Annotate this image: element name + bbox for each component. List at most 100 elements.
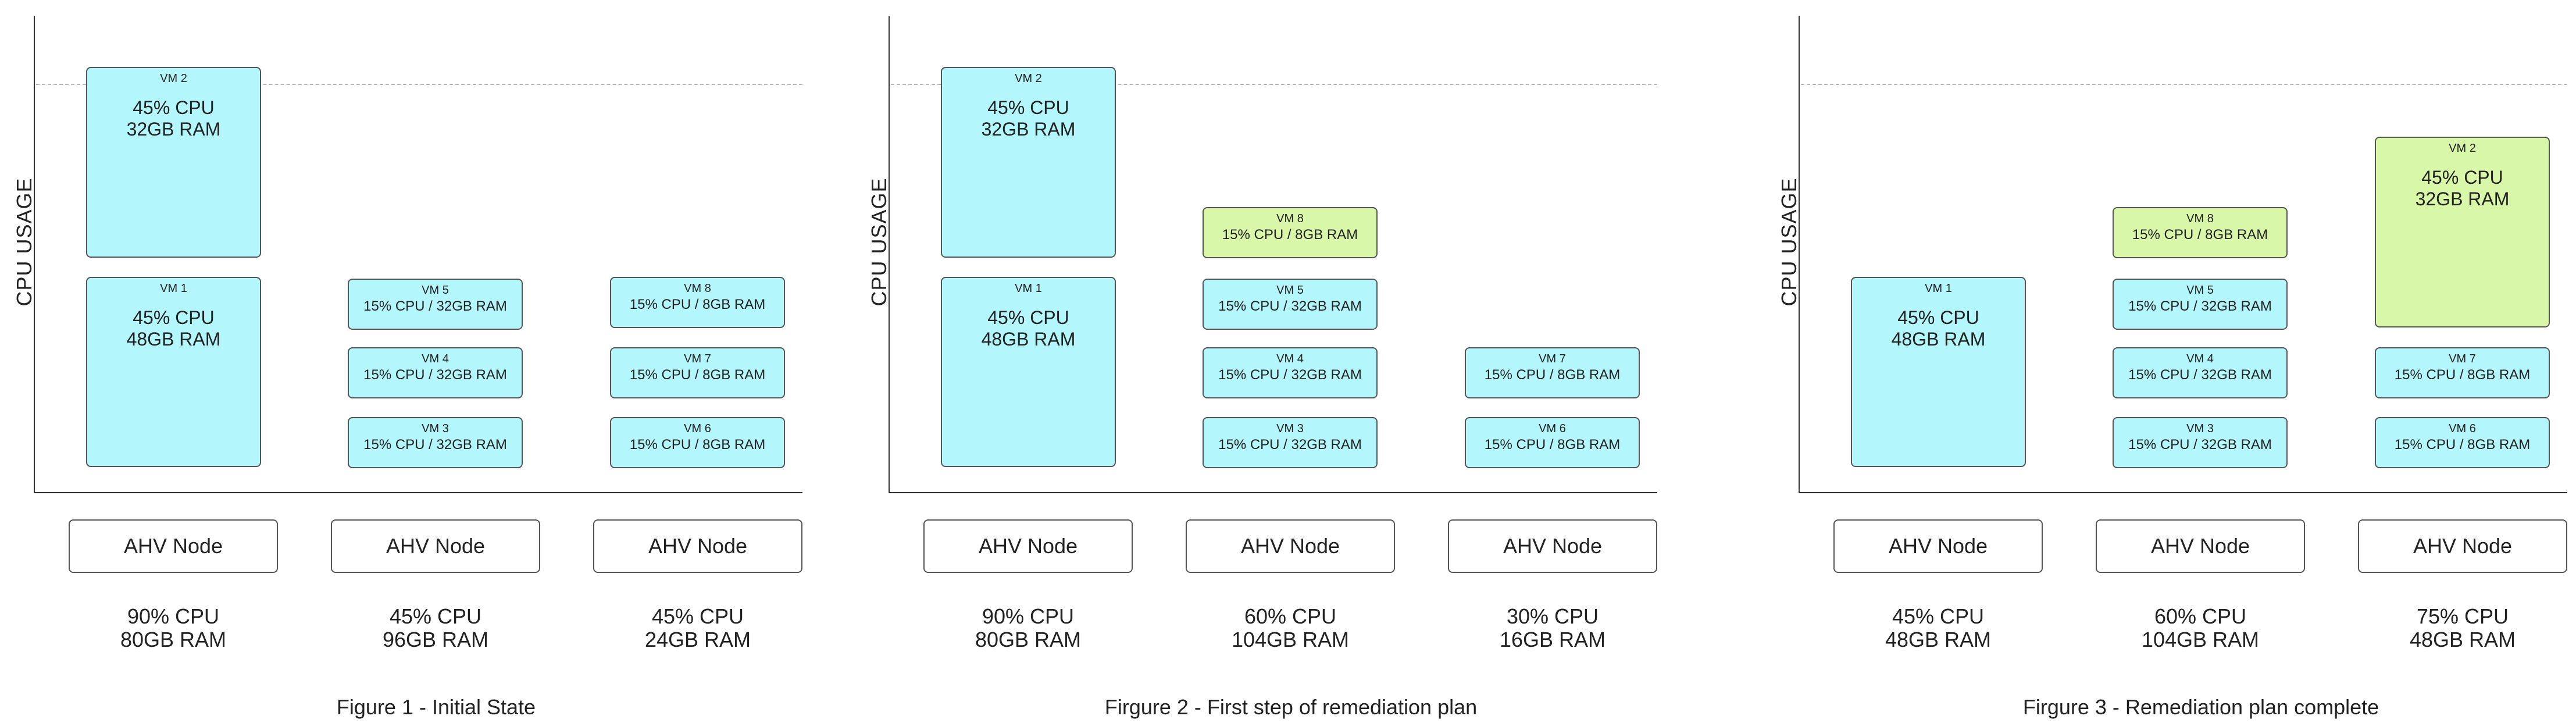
node-total: 60% CPU 104GB RAM xyxy=(1186,605,1395,651)
vm-name: VM 6 xyxy=(2449,422,2476,435)
node-total: 60% CPU 104GB RAM xyxy=(2096,605,2305,651)
vm-spec: 15% CPU / 32GB RAM xyxy=(1218,437,1362,453)
y-axis xyxy=(889,16,890,493)
figure-2: CPU USAGE VM 2 45% CPU 32GB RAM VM 1 45%… xyxy=(855,0,1686,723)
node-total-cpu: 45% CPU xyxy=(389,604,482,628)
vm-spec: 15% CPU / 8GB RAM xyxy=(2394,367,2531,383)
vm-block: VM 5 15% CPU / 32GB RAM xyxy=(1203,279,1378,330)
vm-name: VM 5 xyxy=(422,284,449,297)
vm-cpu: 45% CPU xyxy=(133,97,215,118)
vm-block: VM 8 15% CPU / 8GB RAM xyxy=(2113,207,2288,258)
vm-cpu: 45% CPU xyxy=(987,307,1069,328)
ahv-node-box: AHV Node xyxy=(69,519,278,573)
x-axis xyxy=(1799,492,2567,493)
figure-caption: Figure 1 - Initial State xyxy=(336,695,536,719)
vm-spec: 15% CPU / 8GB RAM xyxy=(1484,437,1621,453)
vm-spec: 15% CPU / 32GB RAM xyxy=(363,367,507,383)
node-total: 45% CPU 24GB RAM xyxy=(593,605,802,651)
vm-spec: 15% CPU / 32GB RAM xyxy=(1218,298,1362,314)
vm-ram: 48GB RAM xyxy=(126,329,221,350)
vm-name: VM 2 xyxy=(2449,142,2476,155)
figure-caption: Firgure 3 - Remediation plan complete xyxy=(2022,695,2379,719)
vm-spec: 15% CPU / 8GB RAM xyxy=(629,297,766,312)
vm-block: VM 1 45% CPU 48GB RAM xyxy=(941,277,1116,467)
vm-name: VM 4 xyxy=(422,352,449,365)
vm-name: VM 1 xyxy=(1925,282,1952,295)
vm-ram: 48GB RAM xyxy=(1891,329,1986,350)
vm-name: VM 6 xyxy=(684,422,711,435)
vm-name: VM 2 xyxy=(1015,72,1042,85)
ahv-node-box: AHV Node xyxy=(331,519,540,573)
node-total-cpu: 60% CPU xyxy=(1244,604,1337,628)
vm-cpu: 45% CPU xyxy=(2421,167,2503,188)
vm-name: VM 6 xyxy=(1539,422,1566,435)
vm-name: VM 8 xyxy=(1276,212,1304,225)
figure-3: CPU USAGE VM 1 45% CPU 48GB RAM VM 8 15%… xyxy=(1765,0,2576,723)
figure-caption: Firgure 2 - First step of remediation pl… xyxy=(1104,695,1478,719)
node-total-ram: 48GB RAM xyxy=(1885,628,1992,651)
vm-block: VM 1 45% CPU 48GB RAM xyxy=(86,277,261,467)
node-total-ram: 104GB RAM xyxy=(2141,628,2260,651)
node-total-cpu: 90% CPU xyxy=(982,604,1075,628)
vm-name: VM 2 xyxy=(160,72,187,85)
vm-block: VM 2 45% CPU 32GB RAM xyxy=(941,67,1116,258)
ahv-node-box: AHV Node xyxy=(1833,519,2043,573)
cpu-limit-line xyxy=(1801,84,2567,85)
figure-1: CPU USAGE VM 2 45% CPU 32GB RAM VM 1 45%… xyxy=(0,0,832,723)
y-axis xyxy=(34,16,35,493)
node-total-ram: 24GB RAM xyxy=(644,628,751,651)
y-axis-label: CPU USAGE xyxy=(867,177,891,307)
vm-spec: 15% CPU / 32GB RAM xyxy=(2128,367,2272,383)
node-total-ram: 16GB RAM xyxy=(1499,628,1606,651)
vm-block: VM 6 15% CPU / 8GB RAM xyxy=(610,417,785,468)
node-total-cpu: 75% CPU xyxy=(2416,604,2509,628)
vm-name: VM 3 xyxy=(2186,422,2214,435)
vm-cpu: 45% CPU xyxy=(987,97,1069,118)
node-total-cpu: 60% CPU xyxy=(2154,604,2247,628)
ahv-node-box: AHV Node xyxy=(2358,519,2567,573)
vm-block: VM 1 45% CPU 48GB RAM xyxy=(1851,277,2026,467)
node-total-cpu: 45% CPU xyxy=(1892,604,1985,628)
y-axis-label: CPU USAGE xyxy=(12,177,36,307)
node-total: 45% CPU 48GB RAM xyxy=(1833,605,2043,651)
node-total: 90% CPU 80GB RAM xyxy=(923,605,1133,651)
vm-spec: 15% CPU / 32GB RAM xyxy=(363,298,507,314)
vm-block: VM 7 15% CPU / 8GB RAM xyxy=(1465,347,1640,398)
vm-name: VM 4 xyxy=(2186,352,2214,365)
vm-name: VM 3 xyxy=(422,422,449,435)
vm-block: VM 6 15% CPU / 8GB RAM xyxy=(1465,417,1640,468)
vm-spec: 15% CPU / 8GB RAM xyxy=(1222,227,1358,243)
vm-spec: 15% CPU / 8GB RAM xyxy=(629,367,766,383)
vm-name: VM 7 xyxy=(684,352,711,365)
vm-cpu: 45% CPU xyxy=(133,307,215,328)
vm-spec: 15% CPU / 8GB RAM xyxy=(629,437,766,453)
vm-block: VM 3 15% CPU / 32GB RAM xyxy=(1203,417,1378,468)
vm-spec: 15% CPU / 8GB RAM xyxy=(1484,367,1621,383)
node-total: 45% CPU 96GB RAM xyxy=(331,605,540,651)
ahv-node-box: AHV Node xyxy=(1448,519,1657,573)
node-total-ram: 80GB RAM xyxy=(120,628,227,651)
vm-name: VM 5 xyxy=(1276,284,1304,297)
vm-name: VM 1 xyxy=(160,282,187,295)
node-total: 30% CPU 16GB RAM xyxy=(1448,605,1657,651)
vm-block: VM 7 15% CPU / 8GB RAM xyxy=(610,347,785,398)
vm-block: VM 4 15% CPU / 32GB RAM xyxy=(348,347,523,398)
vm-spec: 15% CPU / 32GB RAM xyxy=(1218,367,1362,383)
vm-ram: 48GB RAM xyxy=(981,329,1076,350)
node-total-cpu: 45% CPU xyxy=(651,604,744,628)
vm-block: VM 5 15% CPU / 32GB RAM xyxy=(348,279,523,330)
vm-ram: 32GB RAM xyxy=(2415,188,2510,209)
vm-name: VM 1 xyxy=(1015,282,1042,295)
vm-spec: 15% CPU / 32GB RAM xyxy=(2128,298,2272,314)
y-axis-label: CPU USAGE xyxy=(1777,177,1801,307)
node-total-ram: 80GB RAM xyxy=(975,628,1082,651)
vm-block: VM 4 15% CPU / 32GB RAM xyxy=(1203,347,1378,398)
vm-spec: 15% CPU / 32GB RAM xyxy=(2128,437,2272,453)
ahv-node-box: AHV Node xyxy=(1186,519,1395,573)
vm-block: VM 2 45% CPU 32GB RAM xyxy=(86,67,261,258)
vm-block: VM 4 15% CPU / 32GB RAM xyxy=(2113,347,2288,398)
y-axis xyxy=(1799,16,1800,493)
vm-spec: 15% CPU / 8GB RAM xyxy=(2394,437,2531,453)
vm-name: VM 8 xyxy=(2186,212,2214,225)
vm-block: VM 7 15% CPU / 8GB RAM xyxy=(2375,347,2550,398)
